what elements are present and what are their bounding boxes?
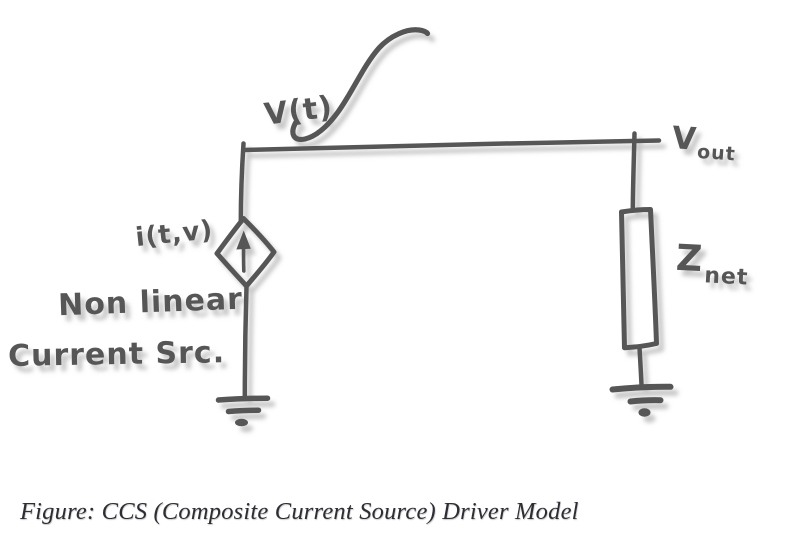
current-source-diamond [214, 216, 277, 289]
znet-resistor-body [619, 207, 659, 351]
source-name-line2: Current Src. [8, 335, 226, 374]
source-top-wire [238, 141, 246, 225]
right-ground-bar-2 [627, 397, 664, 405]
impedance-label-sub: net [704, 263, 749, 290]
znet-bottom-wire [637, 345, 644, 388]
right-ground-bar-1 [609, 383, 674, 393]
left-ground-dot [235, 418, 248, 427]
output-node-label-sub: out [696, 141, 736, 166]
left-ground-bar-1 [215, 395, 271, 403]
output-node-label-main: V [671, 120, 698, 158]
source-bottom-wire [242, 284, 249, 402]
waveform-curve [290, 27, 431, 143]
source-name-line1: Non linear [58, 282, 244, 323]
source-current-label: i(t,v) [134, 215, 215, 253]
figure-caption: Figure: CCS (Composite Current Source) D… [20, 498, 579, 525]
impedance-label-main: Z [675, 238, 704, 280]
right-ground-dot [638, 408, 651, 417]
impedance-label: Znet [675, 238, 751, 291]
output-drop-wire [630, 131, 637, 212]
left-ground-bar-2 [225, 407, 262, 415]
output-node-label: Vout [670, 120, 737, 165]
top-wire [241, 138, 662, 153]
waveform-label: V(t) [262, 89, 335, 132]
current-arrow-head-icon [236, 230, 251, 250]
